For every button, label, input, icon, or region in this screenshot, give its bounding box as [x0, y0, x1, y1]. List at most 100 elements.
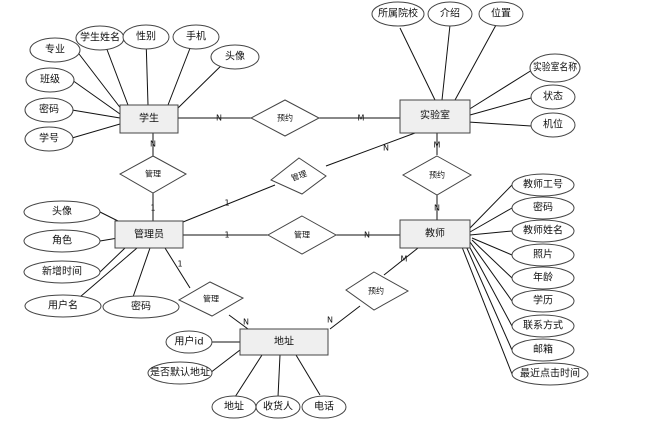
student-attributes: 专业 学生姓名 性别 手机 头像 班级 密码 学号	[24, 24, 260, 152]
attr-teacher-password-label: 密码	[533, 201, 553, 214]
attr-lab-status-label: 状态	[543, 90, 563, 103]
attr-student-id-label: 学号	[39, 132, 59, 145]
card-student-admin-1: 1	[150, 204, 155, 213]
attr-student-id	[24, 126, 74, 152]
rel-admin-address	[177, 281, 245, 317]
entity-lab-label: 实验室	[420, 109, 450, 122]
attr-teacher-contact	[511, 314, 575, 338]
entity-address	[239, 328, 329, 356]
attr-address-user-id	[165, 330, 213, 354]
attr-teacher-education	[511, 289, 575, 313]
attr-address-is-default-label: 是否默认地址	[150, 366, 210, 379]
card-admin-teacher-1: 1	[224, 231, 229, 240]
attr-lab-college-label: 所属院校	[378, 7, 418, 20]
attr-lab-college	[371, 1, 425, 27]
address-attributes: 用户id 是否默认地址 地址 收货人 电话	[147, 330, 347, 419]
card-student-lab-n: N	[216, 114, 222, 123]
attr-lab-location	[478, 1, 524, 27]
rel-student-lab-label: 预约	[277, 113, 293, 123]
card-admin-address-n: N	[243, 318, 249, 327]
attr-student-major	[29, 37, 81, 63]
entity-admin	[114, 220, 184, 249]
attr-address-address-label: 地址	[224, 400, 244, 413]
rel-student-admin-label: 管理	[145, 169, 161, 179]
relationships: 预约 管理 管理 预约 管理 管理 预约	[118, 99, 473, 317]
entity-student-label: 学生	[139, 112, 159, 125]
attr-address-phone-label: 电话	[314, 400, 334, 413]
attr-teacher-id-label: 教师工号	[523, 178, 563, 191]
attr-admin-role	[23, 229, 101, 253]
attr-address-consignee-label: 收货人	[263, 400, 293, 413]
card-student-lab-m: M	[358, 114, 365, 123]
attr-student-password-label: 密码	[39, 103, 59, 116]
attr-teacher-password	[511, 196, 575, 220]
attr-admin-username-label: 用户名	[48, 299, 78, 312]
rel-student-admin	[118, 155, 188, 194]
attr-student-name-label: 学生姓名	[80, 31, 120, 44]
card-teacher-address-m: M	[401, 255, 408, 264]
attr-student-class-label: 班级	[40, 74, 60, 86]
attr-admin-username	[24, 294, 102, 318]
attr-teacher-email-label: 邮箱	[533, 343, 553, 356]
attr-student-major-label: 专业	[45, 43, 65, 56]
attr-teacher-last-click-time	[511, 362, 589, 386]
attr-teacher-last-click-time-label: 最近点击时间	[520, 367, 580, 380]
attr-teacher-photo-label: 照片	[533, 248, 553, 261]
lab-attributes: 所属院校 介绍 位置 实验室名称 状态 机位	[371, 1, 581, 138]
connector-lines	[71, 24, 533, 398]
entity-lab	[399, 99, 471, 134]
teacher-attributes: 教师工号 密码 教师姓名 照片 年龄 学历 联系方式 邮箱 最近点击时间	[511, 173, 589, 386]
attr-address-phone	[301, 395, 347, 419]
attr-admin-avatar-label: 头像	[52, 206, 72, 218]
attr-admin-avatar	[23, 200, 101, 224]
attr-teacher-id	[511, 173, 575, 197]
attr-student-gender-label: 性别	[136, 30, 156, 43]
cardinalities: N M N 1 1 N M N 1 N 1 N M N	[150, 114, 441, 327]
attr-student-password	[24, 97, 74, 123]
entity-teacher	[399, 219, 471, 249]
attr-lab-status	[530, 84, 576, 110]
card-admin-lab-n: N	[383, 144, 389, 153]
attr-student-phone-label: 手机	[186, 30, 206, 43]
attr-address-user-id-label: 用户id	[174, 335, 203, 348]
rel-teacher-address-label: 预约	[368, 286, 384, 296]
attr-teacher-name	[511, 219, 575, 243]
attr-lab-seat-label: 机位	[543, 118, 563, 131]
attr-admin-role-label: 角色	[52, 234, 72, 247]
entities: 学生 实验室 管理员 教师 地址	[114, 99, 471, 356]
attr-lab-seat	[530, 112, 576, 138]
entity-address-label: 地址	[274, 335, 294, 348]
attr-lab-intro	[427, 1, 473, 27]
card-teacher-lab-m: M	[434, 141, 441, 150]
rel-admin-teacher	[266, 215, 338, 255]
attr-student-gender	[122, 24, 170, 50]
attr-teacher-email	[511, 338, 575, 362]
card-student-admin-n: N	[150, 140, 156, 149]
entity-student	[119, 104, 179, 134]
attr-lab-location-label: 位置	[491, 7, 511, 20]
attr-admin-password-label: 密码	[131, 300, 151, 313]
attr-student-avatar	[210, 44, 260, 70]
attr-lab-name	[529, 53, 581, 83]
admin-attributes: 头像 角色 新增时间 用户名 密码	[23, 200, 180, 319]
attr-student-phone	[172, 24, 220, 50]
attr-teacher-contact-label: 联系方式	[523, 319, 563, 332]
entity-teacher-label: 教师	[425, 227, 445, 240]
rel-admin-address-label: 管理	[203, 294, 219, 304]
attr-student-avatar-label: 头像	[225, 51, 245, 63]
attr-teacher-age-label: 年龄	[533, 271, 553, 284]
card-admin-lab-1: 1	[224, 199, 229, 208]
rel-teacher-address	[345, 271, 410, 311]
card-admin-teacher-n: N	[364, 231, 370, 240]
card-teacher-lab-n: N	[434, 204, 440, 213]
attr-student-class	[25, 67, 75, 93]
attr-lab-intro-label: 介绍	[440, 7, 460, 20]
rel-teacher-lab-label: 预约	[429, 170, 445, 180]
attr-admin-added-time-label: 新增时间	[42, 265, 82, 278]
card-teacher-address-n: N	[327, 316, 333, 325]
rel-admin-lab	[270, 157, 327, 195]
attr-address-consignee	[255, 395, 301, 419]
rel-teacher-lab	[401, 155, 473, 196]
attr-admin-added-time	[23, 260, 101, 284]
